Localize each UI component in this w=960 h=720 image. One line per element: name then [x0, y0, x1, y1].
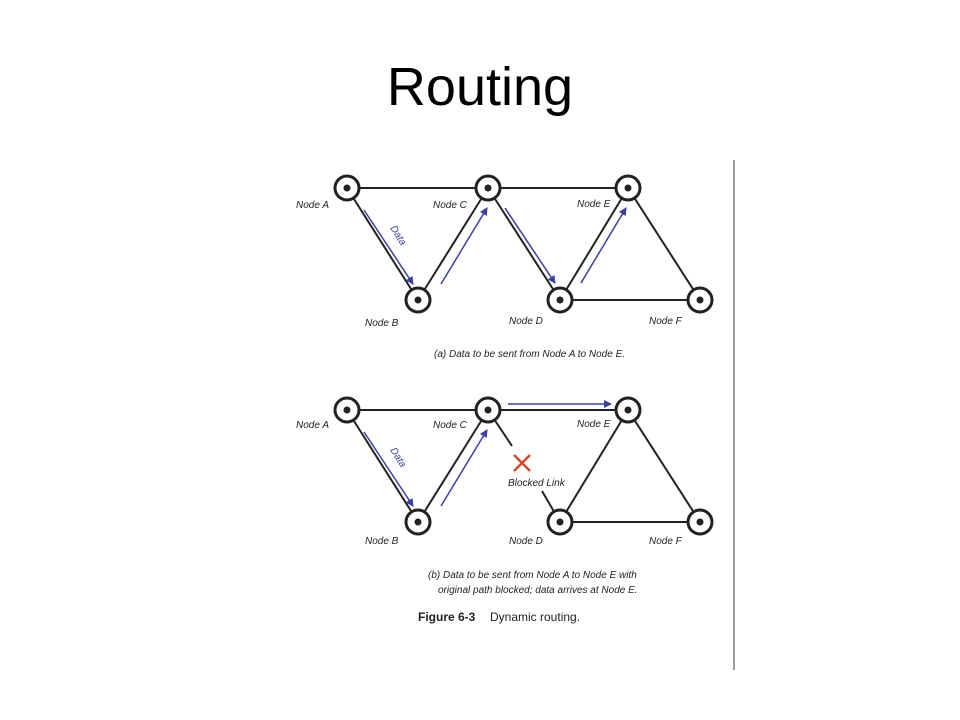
arrow-b-c: [440, 429, 488, 507]
node-c-label: Node C: [433, 200, 468, 211]
arrow-b-c: [440, 207, 488, 285]
node-d: [546, 508, 574, 536]
link-e-f: [627, 409, 701, 523]
link-a-b: [346, 187, 419, 301]
node-e-label: Node E: [577, 199, 611, 210]
link-c-d: [487, 187, 561, 301]
link-e-f: [627, 187, 701, 301]
node-c: [474, 174, 502, 202]
figure-caption: Dynamic routing.: [490, 610, 580, 624]
link-d-e: [559, 409, 629, 523]
node-f-label: Node F: [649, 316, 683, 327]
node-c: [474, 396, 502, 424]
figure-number: Figure 6-3: [418, 610, 476, 624]
node-c-label: Node C: [433, 420, 468, 431]
arrow-d-e: [580, 207, 627, 284]
node-b: [404, 286, 432, 314]
panel-b-caption-line2: original path blocked; data arrives at N…: [438, 585, 638, 596]
node-d-label: Node D: [509, 536, 543, 547]
slide-title: Routing: [386, 57, 574, 117]
node-f: [686, 508, 714, 536]
data-label: Data: [387, 224, 408, 248]
blocked-x-icon: [513, 454, 531, 472]
panel-a: Data Node A Node B Node C Node D Node E …: [296, 174, 714, 360]
panel-a-links: [346, 187, 701, 301]
link-a-b: [346, 409, 419, 523]
panel-a-caption: (a) Data to be sent from Node A to Node …: [434, 349, 625, 360]
arrow-a-b: [363, 431, 414, 507]
blocked-link-label: Blocked Link: [508, 478, 566, 489]
node-a-label: Node A: [296, 420, 329, 431]
panel-b: Data Blocked Link Node A Node B Node C N…: [296, 396, 714, 596]
link-d-e: [559, 187, 629, 301]
node-d: [546, 286, 574, 314]
panel-a-data-arrows: [363, 207, 627, 285]
node-a: [333, 396, 361, 424]
node-e: [614, 396, 642, 424]
node-b-label: Node B: [365, 536, 399, 547]
node-a: [333, 174, 361, 202]
node-e: [614, 174, 642, 202]
node-f: [686, 286, 714, 314]
node-a-label: Node A: [296, 200, 329, 211]
panel-b-caption-line1: (b) Data to be sent from Node A to Node …: [428, 570, 637, 581]
panel-b-links: [346, 409, 701, 523]
link-b-c: [417, 187, 489, 301]
node-d-label: Node D: [509, 316, 543, 327]
panel-b-data-arrows: [363, 400, 612, 507]
node-e-label: Node E: [577, 419, 611, 430]
routing-figure: Data Node A Node B Node C Node D Node E …: [270, 150, 750, 680]
node-b: [404, 508, 432, 536]
node-b-label: Node B: [365, 318, 399, 329]
arrow-a-b: [363, 209, 414, 285]
arrow-c-d: [504, 207, 556, 284]
node-f-label: Node F: [649, 536, 683, 547]
data-label: Data: [387, 446, 408, 470]
link-b-c: [417, 409, 489, 523]
